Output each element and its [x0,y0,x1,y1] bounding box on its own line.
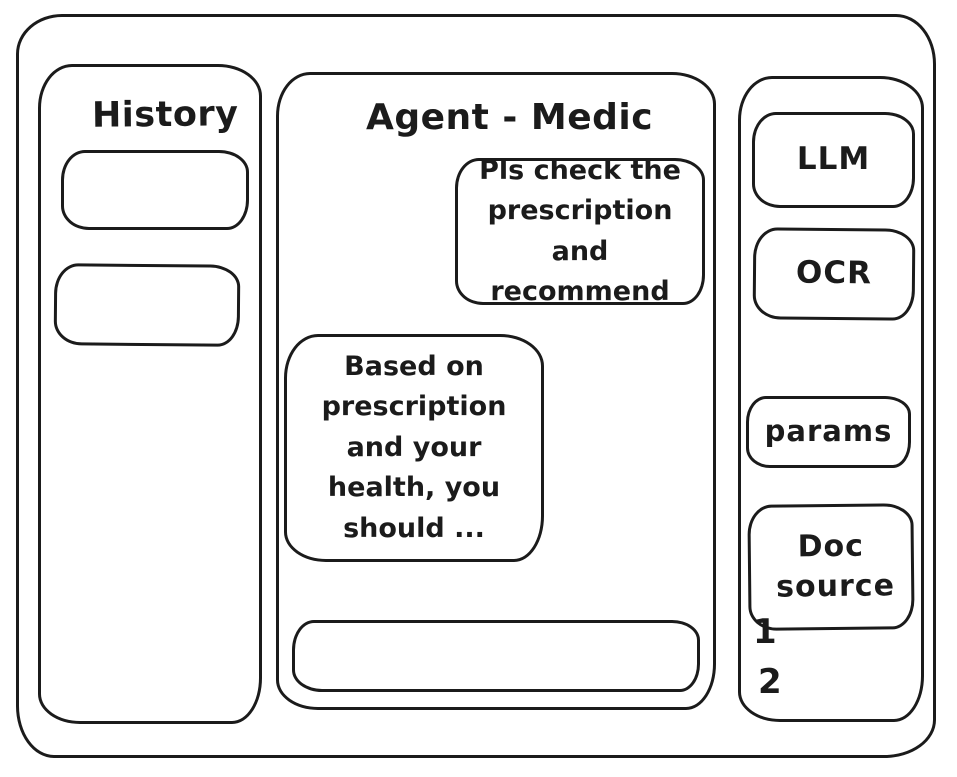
ocr-button-label: OCR [795,254,873,292]
doc-source-item-1[interactable]: 1 [753,612,777,652]
user-message-bubble: Pls check the prescription and recommend [455,155,705,307]
agent-message-bubble: Based on prescription and your health, y… [284,334,544,562]
llm-button-label: LLM [796,141,871,178]
history-item[interactable] [61,150,249,230]
params-button-label: params [764,414,893,449]
history-title: History [91,94,239,136]
chat-title: Agent - Medic [366,97,654,138]
doc-source-button-label: Doc source [776,528,896,605]
doc-source-item-2[interactable]: 2 [758,662,782,702]
message-input[interactable] [292,620,700,692]
ocr-button[interactable]: OCR [752,227,916,321]
llm-button[interactable]: LLM [752,112,915,208]
history-item[interactable] [53,263,241,347]
params-button[interactable]: params [746,396,911,468]
